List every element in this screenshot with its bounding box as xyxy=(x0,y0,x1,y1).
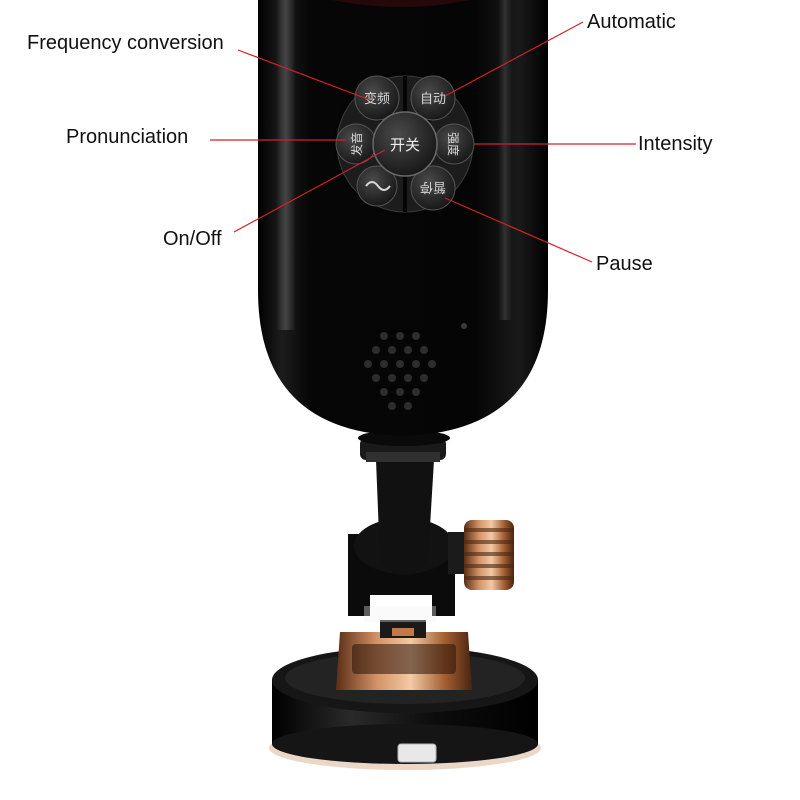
callout-frequency-conversion: Frequency conversion xyxy=(27,32,224,54)
pronunciation-button[interactable]: 发音 xyxy=(335,123,377,165)
callout-line-on-off xyxy=(233,149,386,233)
callout-lines xyxy=(210,21,636,263)
power-button[interactable]: 开关 xyxy=(372,111,438,177)
wave-icon xyxy=(365,181,391,191)
callout-intensity: Intensity xyxy=(638,133,713,155)
frequency-button-label: 变频 xyxy=(364,91,390,107)
callout-on-off: On/Off xyxy=(163,228,222,250)
pause-button-label: 暂停 xyxy=(420,179,446,195)
automatic-button-label: 自动 xyxy=(420,92,446,107)
device-body xyxy=(258,0,548,436)
indicator-dot xyxy=(461,323,467,329)
callout-pause: Pause xyxy=(596,253,653,275)
adjustment-knob xyxy=(448,520,514,590)
pause-button[interactable]: 暂停 xyxy=(410,165,456,211)
callout-line-automatic xyxy=(444,21,584,97)
callout-automatic: Automatic xyxy=(587,11,676,33)
mode-button[interactable] xyxy=(356,165,398,207)
callout-line-pause xyxy=(444,197,593,263)
pronunciation-button-label: 发音 xyxy=(349,132,364,156)
intensity-button[interactable]: 强度 xyxy=(433,123,475,165)
callout-pronunciation: Pronunciation xyxy=(66,126,189,148)
frequency-button[interactable]: 变频 xyxy=(354,75,400,121)
copper-clamp xyxy=(336,620,472,690)
power-button-label: 开关 xyxy=(390,136,420,154)
automatic-button[interactable]: 自动 xyxy=(410,75,456,121)
intensity-button-label: 强度 xyxy=(446,132,461,156)
speaker-grille xyxy=(364,332,436,410)
callout-line-frequency xyxy=(237,49,371,101)
